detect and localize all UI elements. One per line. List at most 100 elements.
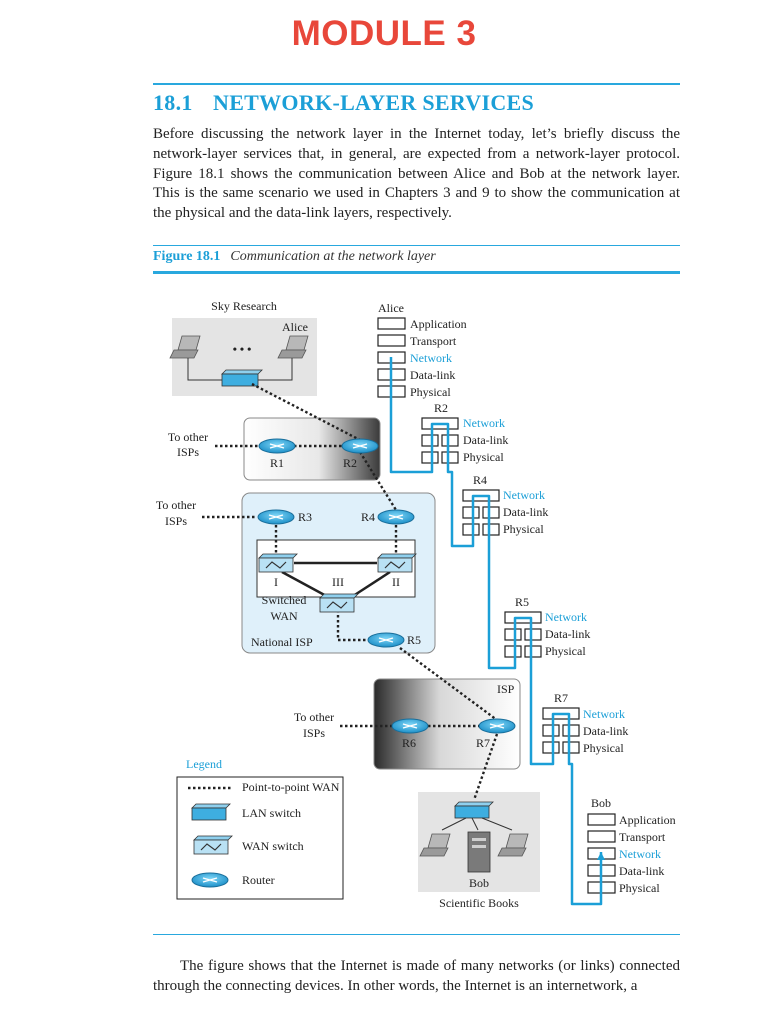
- legend-router: Router: [242, 873, 275, 887]
- lan-switch-icon: [221, 369, 263, 387]
- legend-wan-switch: WAN switch: [242, 839, 304, 853]
- router-icon: [367, 632, 405, 648]
- to-other-isps-3b: ISPs: [303, 726, 325, 740]
- layer-label: Network: [410, 351, 452, 365]
- layer-label: Physical: [583, 741, 624, 755]
- figure-number: Figure 18.1: [153, 249, 221, 264]
- router-icon: [377, 509, 415, 525]
- isp-label: ISP: [497, 682, 515, 696]
- router-icon: [258, 438, 296, 454]
- scientific-books-label: Scientific Books: [439, 896, 519, 910]
- figure-header-rule: [153, 271, 680, 274]
- r2-protocol-stack: R2 Network Data-link Physical: [421, 401, 508, 464]
- isp-box: [373, 678, 521, 770]
- bottom-paragraph: The figure shows that the Internet is ma…: [153, 958, 680, 994]
- figure-title: Communication at the network layer: [230, 249, 436, 264]
- wan-switch-icon: [258, 553, 298, 573]
- to-other-isps-2b: ISPs: [165, 514, 187, 528]
- layer-label: Transport: [619, 830, 666, 844]
- layer-label: Application: [619, 813, 676, 827]
- r2-stack-label: R2: [434, 401, 448, 415]
- layer-label: Physical: [619, 881, 660, 895]
- wan-switch-icon: [377, 553, 417, 573]
- lan-switch-icon: [454, 801, 494, 819]
- layer-label: Network: [619, 847, 661, 861]
- wan-switch-label-3: III: [332, 575, 344, 589]
- to-other-isps-2a: To other: [156, 498, 196, 512]
- router-icon: [478, 718, 516, 734]
- legend: Legend Point-to-point WAN LAN switch WAN…: [176, 757, 344, 900]
- router-icon: [341, 438, 379, 454]
- sky-research-lan: Sky Research Alice • • •: [169, 299, 317, 396]
- wan-switch-icon: [319, 593, 359, 613]
- laptop-icon: [169, 335, 201, 359]
- layer-label: Physical: [463, 450, 504, 464]
- r7-protocol-stack: R7 Network Data-link Physical: [542, 691, 628, 755]
- hosts-ellipsis: • • •: [233, 342, 252, 356]
- router-label-r3: R3: [298, 510, 312, 524]
- r7-stack-label: R7: [554, 691, 568, 705]
- lan-switch-icon: [191, 803, 231, 821]
- router-label-r7: R7: [476, 736, 490, 750]
- server-icon: [467, 831, 491, 873]
- router-label-r6: R6: [402, 736, 416, 750]
- layer-label: Data-link: [545, 627, 590, 641]
- section-rule: [153, 83, 680, 85]
- path-arrowhead: [597, 852, 605, 860]
- layer-label: Transport: [410, 334, 457, 348]
- legend-lan-switch: LAN switch: [242, 806, 301, 820]
- bob-lan-label: Bob: [469, 876, 489, 890]
- section-number: 18.1: [153, 90, 193, 115]
- network-diagram: Sky Research Alice • • • National ISP IS…: [156, 299, 676, 910]
- point-to-point-links: [202, 382, 499, 801]
- scientific-books-lan: Bob: [418, 792, 540, 892]
- layer-label: Network: [583, 707, 625, 721]
- bob-stack-label: Bob: [591, 796, 611, 810]
- layer-label: Physical: [410, 385, 451, 399]
- figure-caption: Figure 18.1 Communication at the network …: [153, 249, 436, 265]
- layer-label: Network: [503, 488, 545, 502]
- layer-label: Data-link: [410, 368, 455, 382]
- router-icon: [257, 509, 295, 525]
- laptop-icon: [277, 335, 309, 359]
- layer-label: Physical: [545, 644, 586, 658]
- laptop-icon: [419, 833, 451, 857]
- legend-title: Legend: [186, 757, 222, 771]
- module-title: MODULE 3: [291, 14, 477, 53]
- sky-research-label: Sky Research: [211, 299, 277, 313]
- section-heading: 18.1 NETWORK-LAYER SERVICES: [153, 90, 534, 116]
- wan-switch-label-2: II: [392, 575, 400, 589]
- alice-lan-label: Alice: [282, 320, 308, 334]
- to-other-isps-1a: To other: [168, 430, 208, 444]
- router-icon: [191, 872, 229, 888]
- layer-label: Data-link: [503, 505, 548, 519]
- wan-switch-icon: [193, 835, 233, 855]
- figure-bottom-rule: [153, 934, 680, 935]
- switched-wan-label-2: WAN: [270, 609, 298, 623]
- r4-stack-label: R4: [473, 473, 487, 487]
- laptop-icon: [497, 833, 529, 857]
- legend-p2p: Point-to-point WAN: [242, 780, 340, 794]
- r4-protocol-stack: R4 Network Data-link Physical: [462, 473, 548, 536]
- national-isp-label: National ISP: [251, 635, 313, 649]
- switched-wan-label-1: Switched: [262, 593, 307, 607]
- layer-label: Network: [545, 610, 587, 624]
- wan-switch-label-1: I: [274, 575, 278, 589]
- layer-label: Physical: [503, 522, 544, 536]
- router-label-r4: R4: [361, 510, 375, 524]
- router-label-r5: R5: [407, 633, 421, 647]
- network-layer-path: [389, 357, 603, 906]
- layer-label: Network: [463, 416, 505, 430]
- intro-paragraph: Before discussing the network layer in t…: [153, 126, 680, 222]
- layer-label: Data-link: [583, 724, 628, 738]
- figure-top-rule: [153, 245, 680, 246]
- r5-stack-label: R5: [515, 595, 529, 609]
- alice-stack-label: Alice: [378, 301, 404, 315]
- to-other-isps-1b: ISPs: [177, 445, 199, 459]
- section-title: NETWORK-LAYER SERVICES: [213, 90, 535, 115]
- layer-label: Data-link: [463, 433, 508, 447]
- router-icon: [391, 718, 429, 734]
- layer-label: Data-link: [619, 864, 664, 878]
- to-other-isps-3a: To other: [294, 710, 334, 724]
- router-label-r1: R1: [270, 456, 284, 470]
